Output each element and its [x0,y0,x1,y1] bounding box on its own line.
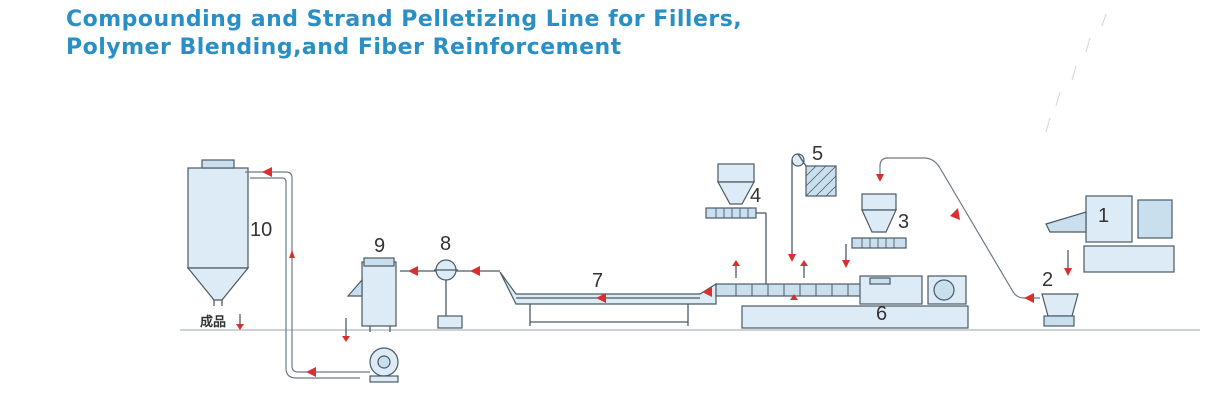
arrow-pipe-left [306,367,316,377]
title-line-2: Polymer Blending,and Fiber Reinforcement [66,35,622,60]
arrow-up-pipe [289,250,295,258]
arrow-to-silo [262,167,272,177]
arrow-extruder-out [702,287,712,297]
conveying-pipe-inner [250,177,360,379]
arrow-to-pelletizer [408,266,418,276]
hopper-2 [1041,293,1079,327]
label-1: 1 [1098,205,1109,227]
arrow-to-dryer [470,266,480,276]
water-bath-7 [499,271,717,326]
fiber-roving-5 [791,153,837,256]
title-line-1: Compounding and Strand Pelletizing Line … [66,7,743,32]
arrow-in-bath [596,293,606,303]
label-5: 5 [812,143,823,165]
arrow-to-feeder-3 [876,174,884,182]
label-6: 6 [876,303,887,325]
decorative-slashes [1045,13,1107,133]
arrow-to-hopper [1064,268,1072,276]
extruder-6 [715,275,969,329]
vent-arrow-2 [800,260,808,266]
arrow-conveyor-up [950,208,960,220]
vent-arrow-1 [732,260,740,266]
side-feeder-4 [705,163,767,284]
arrow-conveyor-start [1024,293,1034,303]
product-out-arrow [236,324,244,330]
diagram-title: Compounding and Strand Pelletizing Line … [66,6,742,62]
fiber-feed-arrow [788,254,796,262]
label-10: 10 [250,219,272,241]
main-feed-arrow [842,260,850,268]
product-label: 成品 [200,314,226,330]
blower [342,318,399,383]
label-2: 2 [1042,269,1053,291]
silo-10 [186,159,250,306]
label-9: 9 [374,235,385,257]
main-feeder-3 [845,193,907,262]
conveying-pipe [245,171,370,373]
label-3: 3 [898,211,909,233]
incline-conveyor [879,157,1040,299]
label-4: 4 [750,185,761,207]
pelletizer-9 [346,257,397,332]
vent-arrow-3 [790,294,798,300]
dryer-8 [434,259,463,329]
label-7: 7 [592,270,603,292]
mixer-1 [1045,195,1175,273]
label-8: 8 [440,233,451,255]
